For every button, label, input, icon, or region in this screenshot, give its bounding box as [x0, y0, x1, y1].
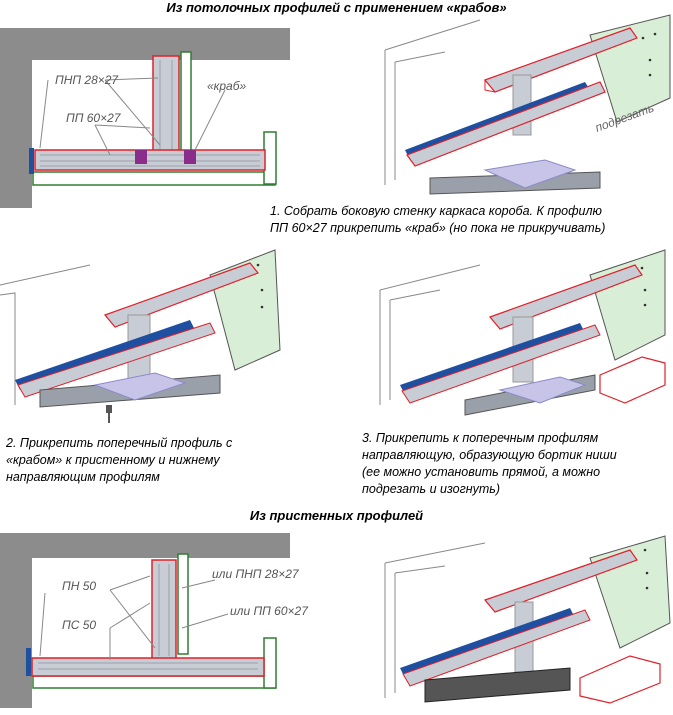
bottom-board [32, 171, 276, 186]
label-ps50: ПС 50 [62, 618, 96, 632]
step2-caption: 2. Прикрепить поперечный профиль с «краб… [6, 436, 233, 484]
diagram-perspective-step2 [0, 249, 281, 423]
vertical-profile [152, 55, 180, 165]
label-ili-pnp: или ПНП 28×27 [212, 567, 300, 581]
vertical-profile-ps [151, 559, 177, 661]
label-krab: «краб» [207, 79, 246, 93]
label-pn50: ПН 50 [62, 579, 96, 593]
drywall-board-3 [589, 249, 666, 361]
horizontal-profile-pn [31, 657, 265, 677]
diagram-perspective-wall [384, 535, 671, 704]
label-pp: ПП 60×27 [66, 111, 122, 125]
label-pnp: ПНП 28×27 [55, 73, 119, 87]
niche-edge-guide-2 [579, 655, 661, 704]
step3-caption: 3. Прикрепить к поперечным профилям напр… [362, 431, 617, 496]
horizontal-profile [34, 149, 266, 171]
label-ili-pp: или ПП 60×27 [230, 604, 309, 618]
heading-top: Из потолочных профилей с применением «кр… [166, 0, 507, 15]
krab-clip-left [135, 150, 147, 164]
diagram-perspective-step3 [379, 249, 666, 416]
diagram-cross-section-wall: ПН 50 ПС 50 или ПНП 28×27 или ПП 60×27 [0, 533, 309, 708]
diagram-perspective-step1: подрезать [384, 14, 671, 195]
krab-clip-right [184, 150, 196, 164]
diagram-cross-section-crab: ПНП 28×27 ПП 60×27 «краб» [0, 28, 290, 208]
step1-caption: 1. Собрать боковую стенку каркаса короба… [270, 204, 606, 235]
heading-bottom: Из пристенных профилей [249, 508, 424, 523]
niche-edge-guide [599, 356, 666, 404]
screw-icon [106, 405, 112, 423]
wall-strip [29, 148, 34, 174]
wall-ceiling-shape [0, 28, 290, 208]
